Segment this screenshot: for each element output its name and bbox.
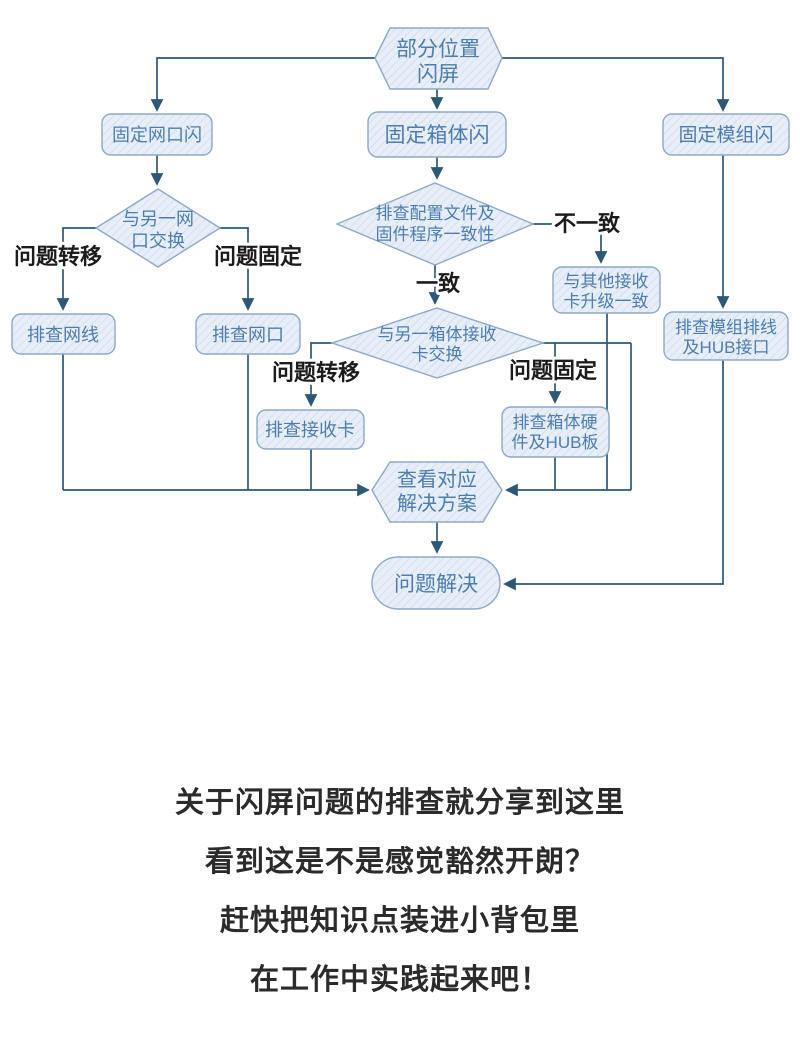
check-card-label: 排查接收卡 <box>265 420 355 440</box>
check-config-diamond <box>335 182 535 266</box>
node-check-module: 排查模组排线 及HUB接口 <box>663 311 789 361</box>
upgrade-card-label-line2: 卡升级一致 <box>564 292 649 311</box>
check-config-label-line2: 固件程序一致性 <box>376 225 495 244</box>
edge-check-config-to-upgrade-card <box>533 223 608 264</box>
check-module-box <box>663 311 789 361</box>
label-problem-fixed-1: 问题固定 <box>214 244 302 269</box>
check-module-label-line2: 及HUB接口 <box>683 338 770 357</box>
label-inconsistent: 不一致 <box>554 211 621 236</box>
node-check-hw: 排查箱体硬 件及HUB板 <box>501 406 610 458</box>
edge-check-module-to-solved <box>503 360 724 591</box>
label-problem-transfer-1: 问题转移 <box>14 244 102 269</box>
upgrade-card-box <box>552 266 661 314</box>
node-fix-module: 固定模组闪 <box>662 113 790 156</box>
node-view-solution: 查看对应 解决方案 <box>371 461 503 523</box>
upgrade-card-label-line1: 与其他接收 <box>564 272 649 291</box>
node-start: 部分位置 闪屏 <box>374 27 503 90</box>
fix-cabinet-box <box>367 111 507 158</box>
footer-line-1: 关于闪屏问题的排查就分享到这里 <box>174 787 625 819</box>
node-swap-card: 与另一箱体接收 卡交换 <box>329 307 546 379</box>
view-solution-label-line2: 解决方案 <box>397 492 477 515</box>
solved-stadium <box>371 556 501 610</box>
node-upgrade-card: 与其他接收 卡升级一致 <box>552 266 661 314</box>
flowchart-canvas: 部分位置 闪屏 固定网口闪 固定箱体闪 固定模组闪 与另一网 口交换 排查配置文… <box>11 27 790 610</box>
swap-card-label-line2: 卡交换 <box>412 345 463 364</box>
swap-port-diamond <box>94 188 222 268</box>
check-port-label: 排查网口 <box>212 325 284 345</box>
check-hw-label-line1: 排查箱体硬 <box>513 413 598 432</box>
node-fix-port: 固定网口闪 <box>101 113 213 156</box>
edge-labels: 问题转移 问题固定 不一致 一致 问题转移 问题固定 <box>11 208 624 388</box>
check-cable-label: 排查网线 <box>27 325 99 345</box>
check-module-label-line1: 排查模组排线 <box>675 318 777 337</box>
label-problem-transfer-2: 问题转移 <box>272 360 360 385</box>
label-problem-fixed-2: 问题固定 <box>509 358 597 383</box>
node-check-port: 排查网口 <box>195 313 301 355</box>
footer-line-3: 赶快把知识点装进小背包里 <box>219 905 580 937</box>
check-hw-box <box>501 406 610 458</box>
check-cable-box <box>11 313 116 355</box>
check-port-box <box>195 313 301 355</box>
view-solution-hexagon <box>371 461 503 523</box>
solved-label: 问题解决 <box>394 573 478 596</box>
swap-port-label-line2: 口交换 <box>131 231 185 251</box>
view-solution-label-line1: 查看对应 <box>397 468 477 491</box>
start-hexagon <box>374 27 503 90</box>
footer-line-4: 在工作中实践起来吧！ <box>249 964 550 996</box>
start-label-line1: 部分位置 <box>396 38 480 61</box>
node-fix-cabinet: 固定箱体闪 <box>367 111 507 158</box>
footer-text: 关于闪屏问题的排查就分享到这里 看到这是不是感觉豁然开朗？ 赶快把知识点装进小背… <box>0 786 800 1022</box>
fix-port-label: 固定网口闪 <box>112 125 202 145</box>
edge-swap-port-to-check-cable <box>56 227 96 311</box>
fix-cabinet-label: 固定箱体闪 <box>385 124 490 147</box>
fix-port-box <box>101 113 213 156</box>
fix-module-label: 固定模组闪 <box>678 124 773 146</box>
fix-module-box <box>662 113 790 156</box>
label-consistent: 一致 <box>416 271 461 296</box>
start-label-line2: 闪屏 <box>417 63 459 86</box>
node-solved: 问题解决 <box>371 556 501 610</box>
check-hw-label-line2: 件及HUB板 <box>512 433 599 452</box>
swap-port-label-line1: 与另一网 <box>122 209 194 229</box>
node-check-cable: 排查网线 <box>11 313 116 355</box>
node-check-card: 排查接收卡 <box>256 409 365 450</box>
edge-swap-port-to-check-port <box>220 227 255 311</box>
edge-start-to-fix-port <box>150 57 375 112</box>
edge-swap-card-to-check-card <box>304 342 332 407</box>
node-check-config: 排查配置文件及 固件程序一致性 <box>335 182 535 266</box>
check-card-box <box>256 409 365 450</box>
edge-start-to-fix-module <box>502 57 730 112</box>
footer-line-2: 看到这是不是感觉豁然开朗？ <box>204 846 595 878</box>
check-config-label-line1: 排查配置文件及 <box>376 204 495 223</box>
edges <box>56 57 730 591</box>
node-swap-port: 与另一网 口交换 <box>94 188 222 268</box>
swap-card-label-line1: 与另一箱体接收 <box>378 325 497 344</box>
swap-card-diamond <box>329 307 546 379</box>
